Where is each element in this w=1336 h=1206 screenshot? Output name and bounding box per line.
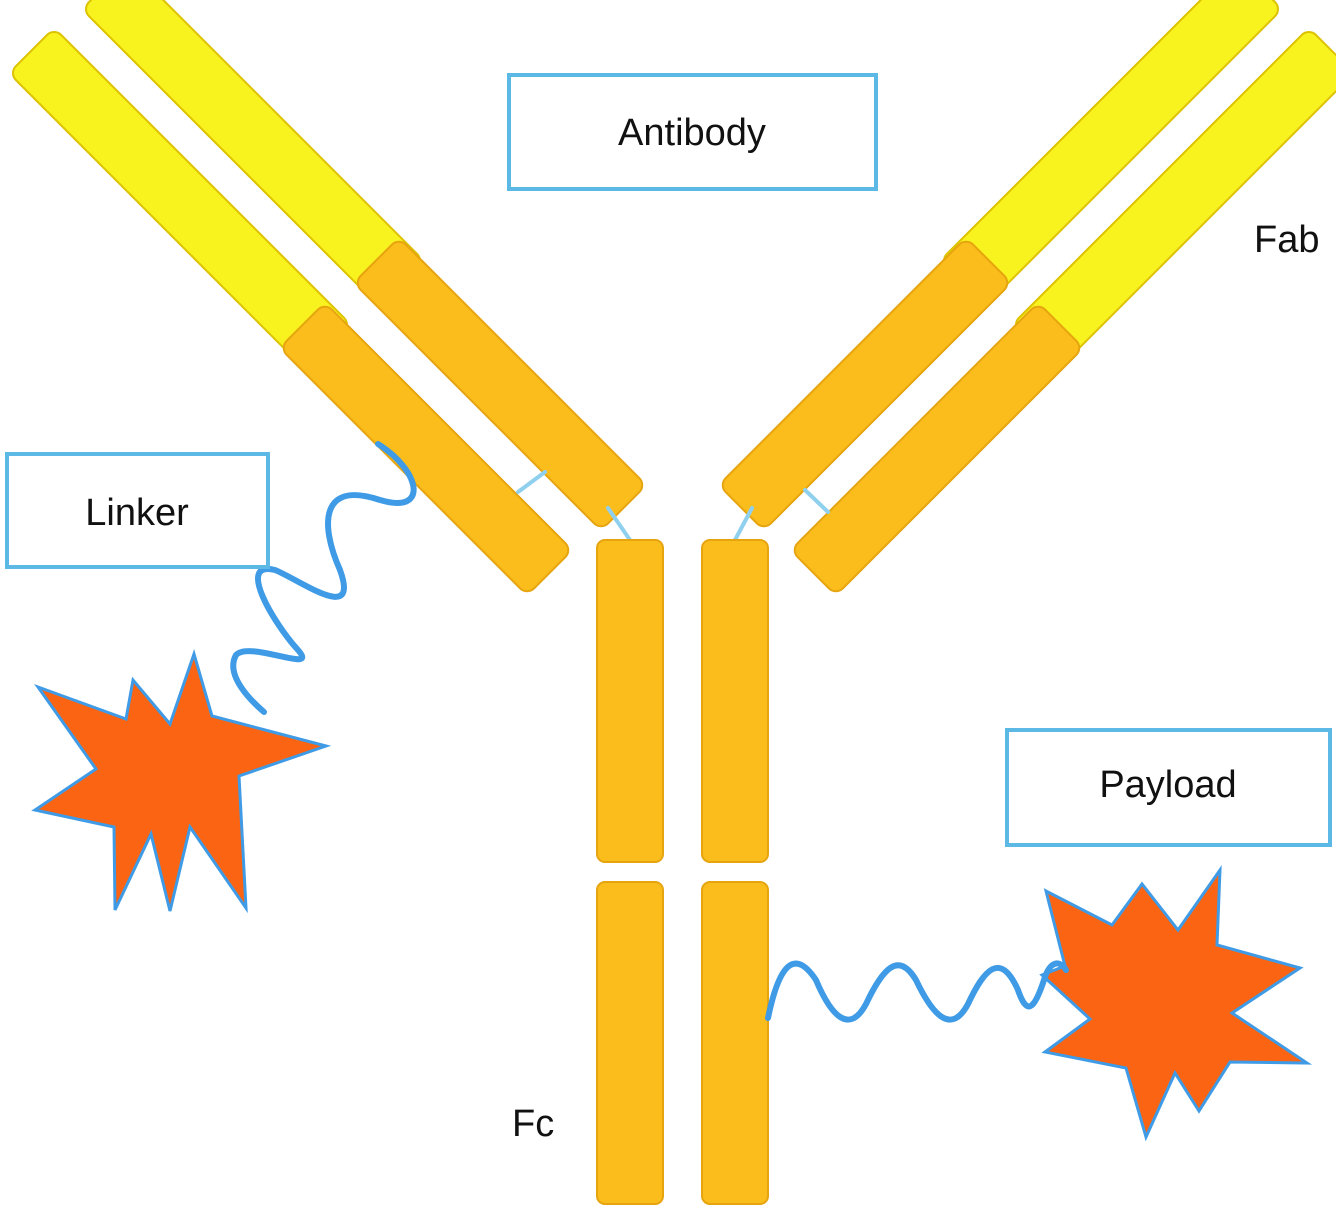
right-linker-wave (765, 960, 1069, 1023)
fc-right-lower (701, 881, 769, 1205)
payload-label-box: Payload (1005, 728, 1332, 847)
fc-label: Fc (512, 1103, 554, 1145)
left-stem-hinge (606, 506, 632, 542)
fc-right-upper (701, 539, 769, 863)
left-heavy-chain-outer (282, 305, 570, 593)
linker-label: Linker (85, 492, 189, 534)
left-arm-hinge (516, 470, 547, 494)
right-stem-hinge (733, 506, 754, 542)
linker-label-box: Linker (5, 452, 270, 569)
left-payload-burst-icon (31, 649, 332, 914)
left-heavy-chain-inner (356, 240, 644, 528)
fab-label: Fab (1254, 219, 1319, 261)
payload-label: Payload (1099, 764, 1236, 806)
fc-left-lower (596, 881, 664, 1205)
fc-left-upper (596, 539, 664, 863)
left-linker-wave (230, 441, 417, 715)
right-payload-burst-icon (1039, 864, 1313, 1142)
antibody-label-box: Antibody (507, 73, 878, 191)
right-heavy-chain-outer (793, 305, 1081, 593)
right-heavy-chain-inner (721, 240, 1009, 528)
right-arm-hinge (803, 488, 830, 514)
antibody-label: Antibody (618, 112, 766, 154)
